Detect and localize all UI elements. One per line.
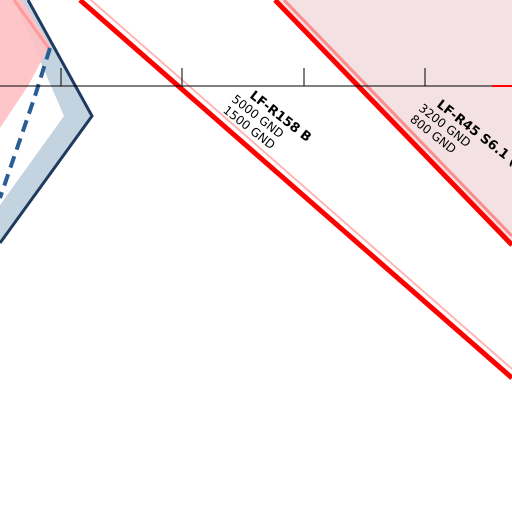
- restricted-zone-left-border: [12, 0, 52, 51]
- restricted-zone-r45-border-inner: [282, 0, 512, 238]
- tma-zone-border: [0, 0, 94, 244]
- restricted-zone-r45-border: [273, 0, 512, 247]
- restricted-zone-r158-border-inner: [89, 0, 512, 370]
- restricted-zone-r158-border: [78, 0, 512, 380]
- tma-dashed-boundary: [0, 47, 52, 199]
